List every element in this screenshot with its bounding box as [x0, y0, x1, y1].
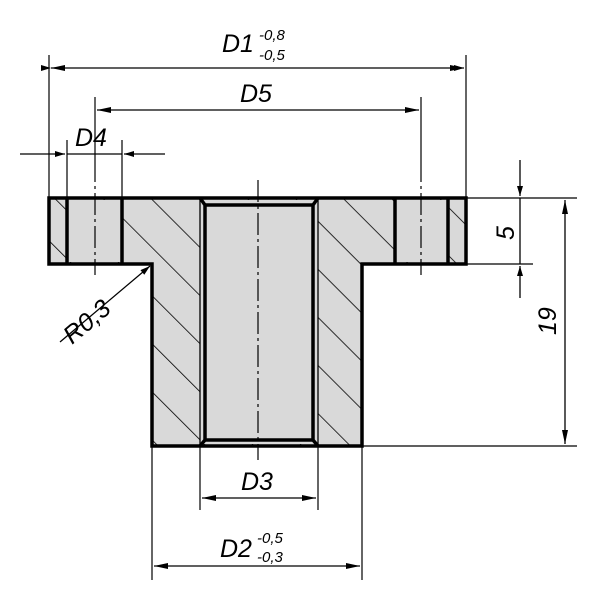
d1-tol-lower: -0,5 — [259, 47, 286, 64]
d4-label: D4 — [75, 124, 107, 152]
arrowheads — [51, 65, 568, 569]
total-height-label: 19 — [534, 307, 562, 335]
radius-leader — [59, 265, 151, 343]
d2-tol-lower: -0,3 — [257, 549, 284, 566]
centerlines — [94, 160, 422, 460]
d1-tol-upper: -0,8 — [259, 27, 286, 44]
d3-label: D3 — [241, 468, 273, 496]
bore — [200, 200, 318, 444]
d5-label: D5 — [240, 80, 272, 108]
d2-tol-upper: -0,5 — [257, 530, 284, 547]
d2-label: D2 — [220, 535, 252, 563]
part-section — [47, 160, 468, 460]
d1-label: D1 — [222, 30, 254, 58]
flange-height-label: 5 — [492, 226, 520, 240]
extension-lines — [48, 55, 577, 580]
